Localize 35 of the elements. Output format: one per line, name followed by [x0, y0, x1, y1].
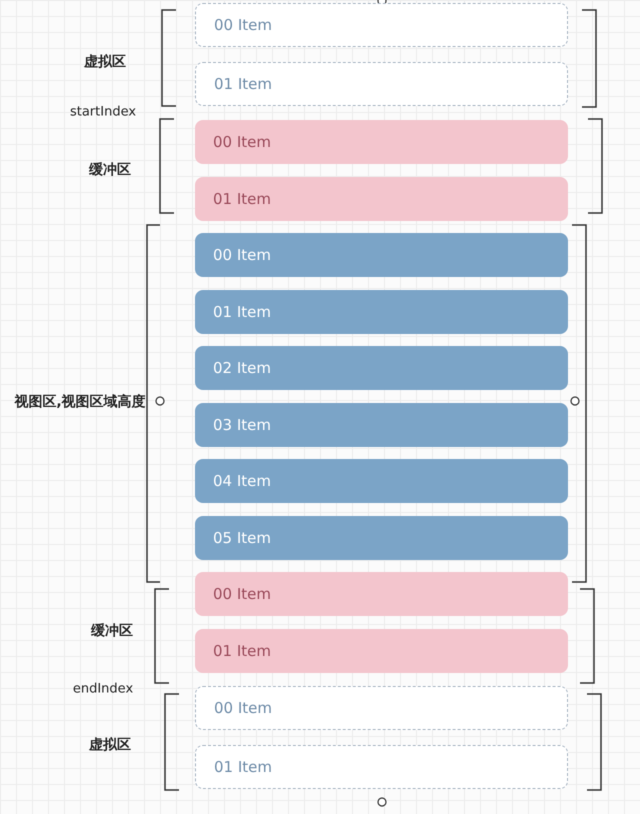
- item-label: 01 Item: [213, 190, 272, 208]
- list-item-bar: [195, 290, 568, 334]
- index-label: endIndex: [72, 682, 134, 696]
- item-label: 00 Item: [214, 16, 272, 34]
- list-item-bar: [195, 516, 568, 560]
- item-label: 00 Item: [213, 585, 272, 603]
- item-label: 03 Item: [213, 416, 272, 434]
- list-item-bar: [195, 686, 568, 730]
- region-label: 虚拟区: [84, 53, 126, 71]
- list-item-bar: [195, 403, 568, 447]
- item-label: 02 Item: [213, 359, 272, 377]
- list-item-bar: [195, 572, 568, 616]
- list-item-bar: [195, 233, 568, 277]
- item-label: 00 Item: [213, 246, 272, 264]
- item-label: 05 Item: [213, 529, 272, 547]
- item-label: 00 Item: [214, 699, 272, 717]
- list-item-bar: [195, 629, 568, 673]
- index-label: startIndex: [70, 104, 136, 120]
- region-label: 缓冲区: [89, 161, 131, 179]
- region-label: 虚拟区: [89, 736, 131, 754]
- list-item-bar: [195, 745, 568, 789]
- item-label: 01 Item: [213, 303, 272, 321]
- item-label: 01 Item: [214, 758, 272, 776]
- list-item-bar: [195, 3, 568, 47]
- item-label: 01 Item: [214, 75, 272, 93]
- list-item-bar: [195, 459, 568, 503]
- list-item-bar: [195, 62, 568, 106]
- item-label: 00 Item: [213, 133, 272, 151]
- region-label: 视图区,视图区域高度: [14, 393, 146, 411]
- list-item-bar: [195, 177, 568, 221]
- list-item-bar: [195, 120, 568, 164]
- list-item-bar: [195, 346, 568, 390]
- item-label: 01 Item: [213, 642, 272, 660]
- region-label: 缓冲区: [91, 622, 133, 640]
- item-label: 04 Item: [213, 472, 272, 490]
